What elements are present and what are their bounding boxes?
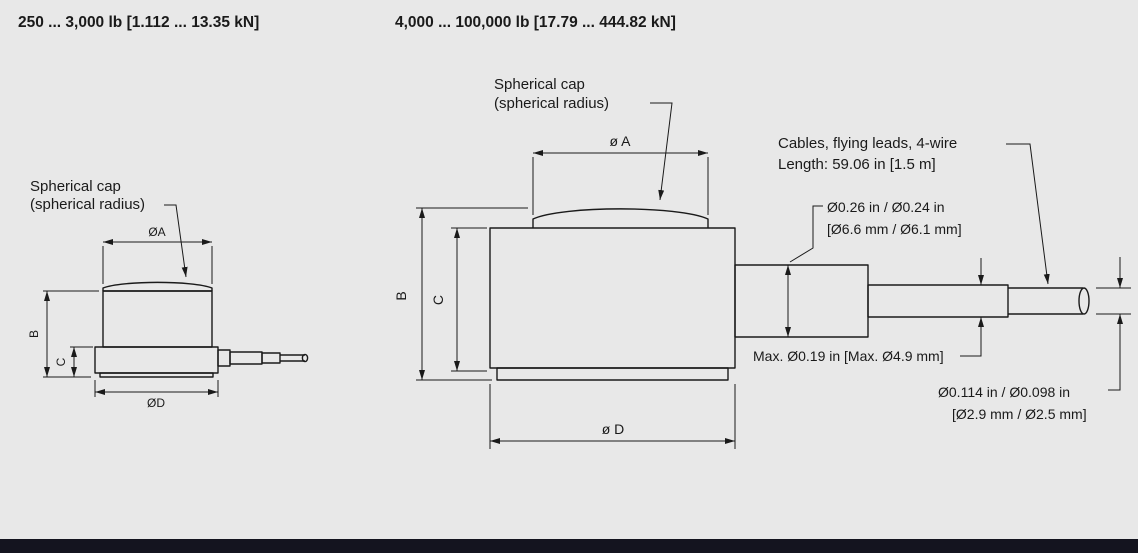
cable-label-line1: Cables, flying leads, 4-wire: [778, 135, 957, 152]
spherical-cap-shape: [532, 208, 709, 228]
cable-ferrule: [261, 352, 281, 364]
spherical-cap-label-line2: (spherical radius): [494, 95, 609, 112]
cable-diameter-line2: [Ø2.9 mm / Ø2.5 mm]: [952, 406, 1087, 422]
large-load-cell-diagram: Spherical cap (spherical radius) Cables,…: [393, 76, 1131, 449]
dim-connector-diameter: Ø0.26 in / Ø0.24 in [Ø6.6 mm / Ø6.1 mm]: [785, 199, 962, 337]
title-large-range: 4,000 ... 100,000 lb [17.79 ... 444.82 k…: [395, 14, 676, 31]
title-small-range: 250 ... 3,000 lb [1.112 ... 13.35 kN]: [18, 14, 259, 31]
dim-d: ØD: [94, 380, 219, 410]
dim-a: ØA: [102, 225, 213, 284]
small-load-cell-body: [94, 281, 309, 378]
cable-label-line2: Length: 59.06 in [1.5 m]: [778, 156, 936, 173]
dim-c: C: [430, 227, 487, 372]
spherical-cap-label-line1: Spherical cap: [494, 76, 585, 93]
cable-leader: [1006, 143, 1050, 285]
dim-c: C: [54, 346, 93, 377]
dim-d-label: ø D: [602, 421, 625, 437]
dim-b-label: B: [27, 330, 41, 338]
spherical-cap-shape: [102, 281, 213, 291]
dim-a-label: ø A: [609, 133, 631, 149]
spherical-cap-leader: [164, 204, 188, 278]
dim-max-sleeve-diameter: Max. Ø0.19 in [Max. Ø4.9 mm]: [753, 258, 984, 364]
dim-cable-diameter: Ø0.114 in / Ø0.098 in [Ø2.9 mm / Ø2.5 mm…: [938, 257, 1131, 422]
dim-a-label: ØA: [148, 225, 165, 239]
cable-diameter-line1: Ø0.114 in / Ø0.098 in: [938, 384, 1070, 400]
dim-a: ø A: [532, 133, 709, 215]
spherical-cap-label-line1: Spherical cap: [30, 178, 121, 195]
small-load-cell-diagram: Spherical cap (spherical radius) ØA B C: [27, 178, 309, 410]
flying-lead-cable: [1008, 287, 1090, 315]
cable-end: [1078, 287, 1090, 315]
dim-b: B: [27, 290, 99, 378]
dim-d: ø D: [489, 384, 736, 449]
max-diameter-label: Max. Ø0.19 in [Max. Ø4.9 mm]: [753, 348, 944, 364]
connector-diameter-line2: [Ø6.6 mm / Ø6.1 mm]: [827, 221, 962, 237]
dim-d-label: ØD: [147, 396, 165, 410]
footer-bar: [0, 539, 1138, 553]
dim-c-label: C: [54, 357, 68, 366]
base-plate: [496, 367, 729, 381]
dim-b: B: [393, 207, 528, 381]
base-plate: [99, 372, 214, 378]
cable-sleeve-tube: [867, 284, 1009, 318]
dim-b-label: B: [393, 291, 409, 300]
connector-diameter-line1: Ø0.26 in / Ø0.24 in: [827, 199, 945, 215]
spherical-cap-leader: [650, 102, 673, 201]
large-load-cell-body: [489, 208, 1090, 381]
spherical-cap-label-line2: (spherical radius): [30, 196, 145, 213]
dim-c-label: C: [430, 295, 446, 305]
cable-end: [301, 353, 309, 363]
cable-assembly: [217, 349, 309, 367]
